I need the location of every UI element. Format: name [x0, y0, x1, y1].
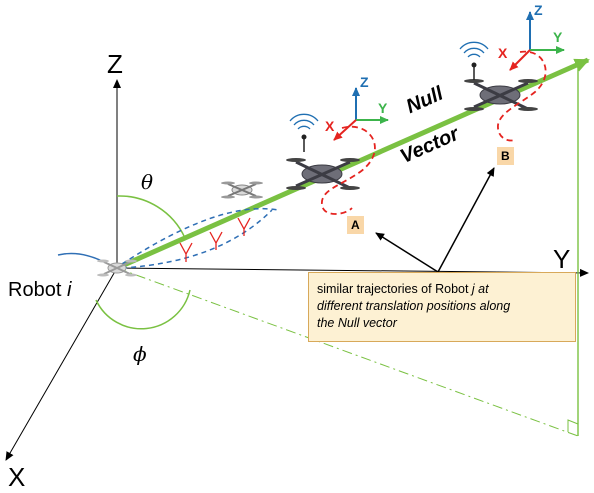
- marker-b-badge: B: [497, 147, 514, 165]
- frame-b-x-axis: [509, 49, 531, 71]
- frame-b-z-label: Z: [534, 2, 543, 18]
- theta-label: θ: [141, 170, 154, 194]
- z-axis-label: Z: [107, 49, 123, 79]
- callout-arrow-to-a: [375, 232, 439, 273]
- right-angle-mark: [567, 419, 579, 432]
- robot-i-label-text: Robot: [8, 279, 67, 301]
- marker-a-badge: A: [347, 216, 364, 234]
- robot-i-label: Robot i: [8, 279, 71, 302]
- robot-i-drone-icon: [97, 259, 137, 277]
- robot-i-label-index: i: [66, 279, 72, 301]
- callout-line-3-text: the Null vector: [317, 316, 397, 330]
- projection-line-ground: [116, 267, 579, 437]
- drone-b-icon: [464, 62, 538, 111]
- x-axis: [5, 267, 118, 461]
- trajectory-b: [497, 50, 547, 142]
- antenna-icon: [209, 231, 223, 250]
- trajectory-callout-box: similar trajectories of Robot j at diffe…: [308, 272, 576, 342]
- frame-a-x-axis: [333, 119, 357, 141]
- callout-arrow-to-b: [437, 167, 495, 273]
- antenna-icon: [237, 217, 251, 236]
- callout-line-1-plain: similar trajectories of Robot: [317, 282, 472, 296]
- callout-line-1-italic: j at: [471, 282, 489, 296]
- wifi-signal-icon: [459, 41, 489, 58]
- relay-drone-icon: [221, 181, 263, 199]
- callout-line-1: similar trajectories of Robot j at: [317, 281, 567, 298]
- wifi-signal-icon: [289, 113, 319, 130]
- antenna-icon: [179, 242, 193, 262]
- frame-a-z-label: Z: [360, 74, 369, 90]
- frame-a-x-label: X: [325, 118, 335, 134]
- frame-b-y-label: Y: [553, 29, 563, 45]
- callout-line-3: the Null vector: [317, 315, 567, 332]
- phi-label: ϕ: [133, 342, 147, 366]
- comm-path-lower: [121, 209, 273, 269]
- trajectory-a: [321, 125, 376, 215]
- comm-path-upper: [121, 207, 279, 265]
- x-axis-label: X: [8, 462, 26, 492]
- frame-b-x-label: X: [498, 45, 508, 61]
- callout-line-2: different translation positions along: [317, 298, 567, 315]
- theta-arc: [116, 195, 186, 239]
- drone-a-icon: [286, 134, 360, 190]
- callout-line-2-text: different translation positions along: [317, 299, 511, 313]
- y-axis-label: Y: [553, 244, 571, 274]
- frame-a-y-label: Y: [378, 100, 388, 116]
- phi-arc: [95, 289, 191, 330]
